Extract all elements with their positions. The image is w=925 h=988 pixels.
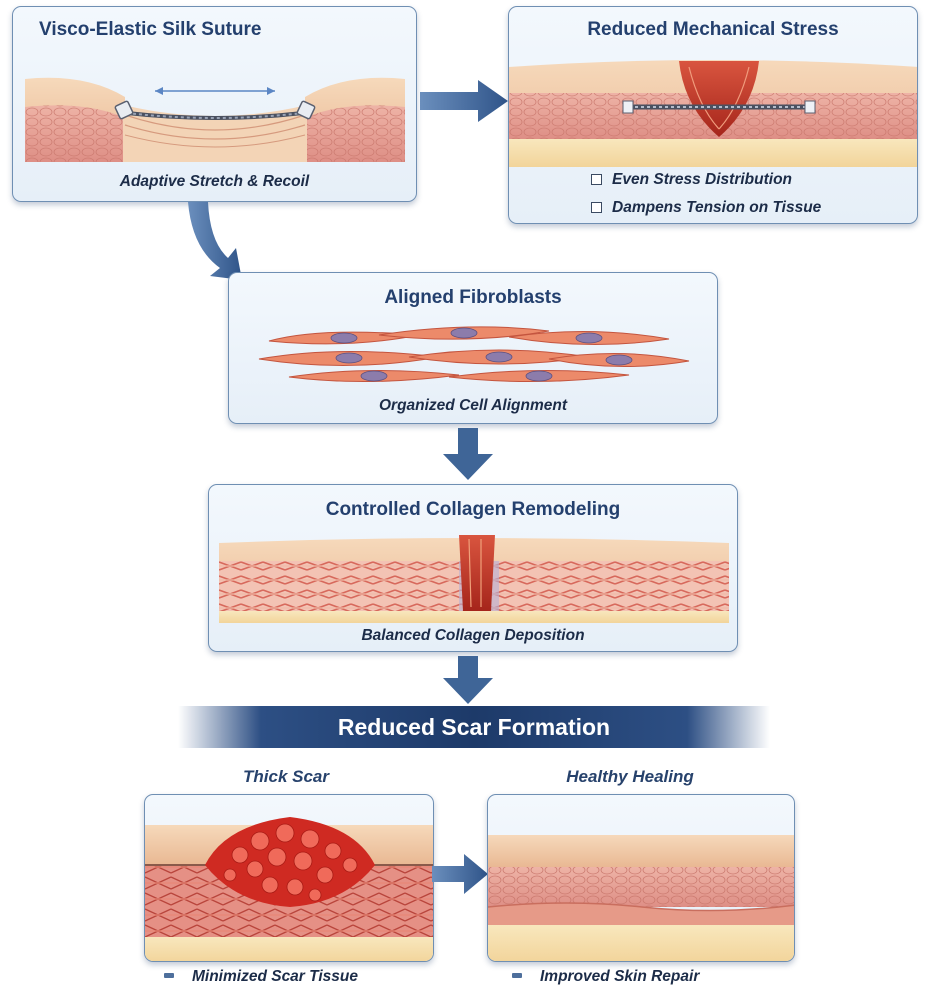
- healthy-healing-bullet-label: Improved Skin Repair: [540, 968, 699, 985]
- collagen-panel: Controlled Collagen Remodeling Balanced …: [208, 484, 738, 652]
- arrow-right-icon: [432, 852, 490, 896]
- healthy-healing-bullet: Improved Skin Repair: [512, 968, 699, 986]
- arrow-right-icon: [420, 76, 510, 126]
- thick-scar-heading: Thick Scar: [196, 767, 376, 787]
- suture-illustration: [25, 57, 405, 162]
- suture-panel-title: Visco-Elastic Silk Suture: [39, 19, 416, 41]
- fibroblasts-illustration: [249, 317, 699, 387]
- stress-bullet-1: Even Stress Distribution: [591, 171, 792, 189]
- stress-bullet-2: Dampens Tension on Tissue: [591, 199, 821, 217]
- healthy-healing-panel: [487, 794, 795, 962]
- result-banner: Reduced Scar Formation: [178, 706, 770, 748]
- fibroblasts-panel-title: Aligned Fibroblasts: [229, 287, 717, 309]
- suture-panel: Visco-Elastic Silk Suture Adaptive Stret…: [12, 6, 417, 202]
- checkbox-icon: [591, 174, 602, 185]
- thick-scar-panel: [144, 794, 434, 962]
- arrow-down-icon: [443, 656, 493, 704]
- arrow-down-icon: [443, 428, 493, 480]
- healthy-healing-heading: Healthy Healing: [530, 767, 730, 787]
- stress-bullet-1-label: Even Stress Distribution: [612, 171, 792, 188]
- thick-scar-bullet-label: Minimized Scar Tissue: [192, 968, 358, 985]
- suture-panel-caption: Adaptive Stretch & Recoil: [13, 173, 416, 191]
- fibroblasts-panel-caption: Organized Cell Alignment: [229, 397, 717, 415]
- checkbox-icon: [591, 202, 602, 213]
- bullet-dash-icon: [164, 973, 174, 978]
- collagen-panel-caption: Balanced Collagen Deposition: [209, 627, 737, 645]
- fibroblasts-panel: Aligned Fibroblasts Organized Cell Align…: [228, 272, 718, 424]
- stress-panel-title: Reduced Mechanical Stress: [509, 19, 917, 41]
- stress-panel: Reduced Mechanical Stress Even Stress Di…: [508, 6, 918, 224]
- curved-arrow-down-icon: [180, 202, 260, 282]
- thick-scar-illustration: [145, 795, 434, 962]
- collagen-panel-title: Controlled Collagen Remodeling: [209, 499, 737, 521]
- stress-illustration: [509, 47, 918, 167]
- healthy-healing-illustration: [488, 795, 795, 962]
- thick-scar-bullet: Minimized Scar Tissue: [164, 968, 358, 986]
- stress-bullet-2-label: Dampens Tension on Tissue: [612, 199, 821, 216]
- collagen-illustration: [219, 531, 729, 623]
- bullet-dash-icon: [512, 973, 522, 978]
